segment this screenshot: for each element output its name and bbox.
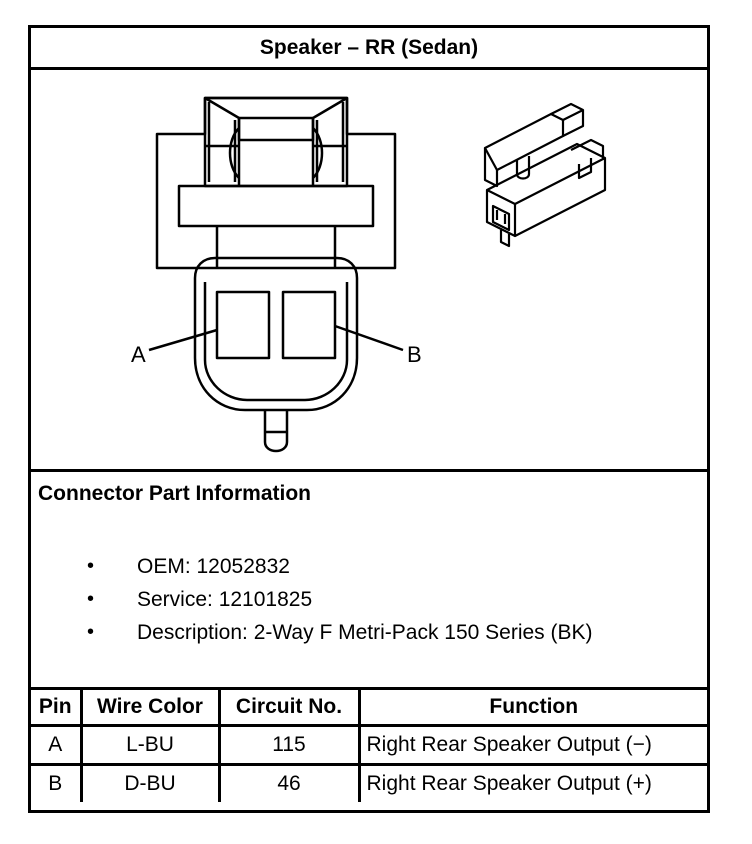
latch-left-curve: [228, 127, 240, 179]
connector-mating-face: [193, 256, 359, 412]
connector-sheet: Speaker – RR (Sedan): [28, 25, 710, 813]
bullet-icon: •: [87, 555, 95, 577]
connector-description: Description: 2-Way F Metri-Pack 150 Seri…: [137, 621, 593, 644]
oem-part-number: OEM: 12052832: [137, 555, 290, 578]
latch-right-wedge: [315, 102, 345, 182]
col-header-circuit: Circuit No.: [217, 690, 361, 727]
latch-right-curve: [312, 127, 324, 179]
connector-isometric-view: [483, 102, 607, 248]
function-cell: Right Rear Speaker Output (−): [357, 724, 707, 766]
col-header-pin: Pin: [31, 690, 83, 727]
service-part-number: Service: 12101825: [137, 588, 313, 611]
pin-label-b: B: [407, 342, 422, 367]
pin-table-header: Pin Wire Color Circuit No. Function: [31, 690, 707, 727]
table-row: B D-BU 46 Right Rear Speaker Output (+): [31, 763, 707, 802]
connector-part-info: Connector Part Information • OEM: 120528…: [31, 472, 707, 690]
bullet-icon: •: [87, 621, 95, 643]
latch-left-wedge: [207, 102, 237, 182]
col-header-wire-color: Wire Color: [79, 690, 221, 727]
pin-b-leader: [334, 324, 404, 352]
pin-label-a: A: [131, 342, 146, 367]
latch-tab: [237, 116, 315, 142]
connector-key-post: [263, 410, 289, 453]
circuit-cell: 115: [217, 724, 361, 766]
connector-cross-bar: [177, 184, 375, 228]
pin-a-leader: [148, 328, 218, 352]
connector-face-inner: [203, 282, 349, 402]
pin-table: Pin Wire Color Circuit No. Function A L-…: [31, 690, 707, 802]
table-row: A L-BU 115 Right Rear Speaker Output (−): [31, 724, 707, 766]
connector-figure: A B: [31, 70, 707, 472]
pin-cavity-a: [215, 290, 271, 360]
pin-cavity-b: [281, 290, 337, 360]
pin-cell: A: [31, 724, 83, 766]
function-cell: Right Rear Speaker Output (+): [357, 763, 707, 802]
connector-title: Speaker – RR (Sedan): [31, 28, 707, 70]
connector-neck: [215, 226, 337, 268]
wire-color-cell: D-BU: [79, 763, 221, 802]
wire-color-cell: L-BU: [79, 724, 221, 766]
connector-info-heading: Connector Part Information: [38, 482, 312, 505]
pin-cell: B: [31, 763, 83, 802]
connector-face-diagram: A B: [131, 96, 607, 453]
col-header-function: Function: [357, 690, 707, 727]
connector-body-outline: [155, 96, 397, 270]
circuit-cell: 46: [217, 763, 361, 802]
bullet-icon: •: [87, 588, 95, 610]
